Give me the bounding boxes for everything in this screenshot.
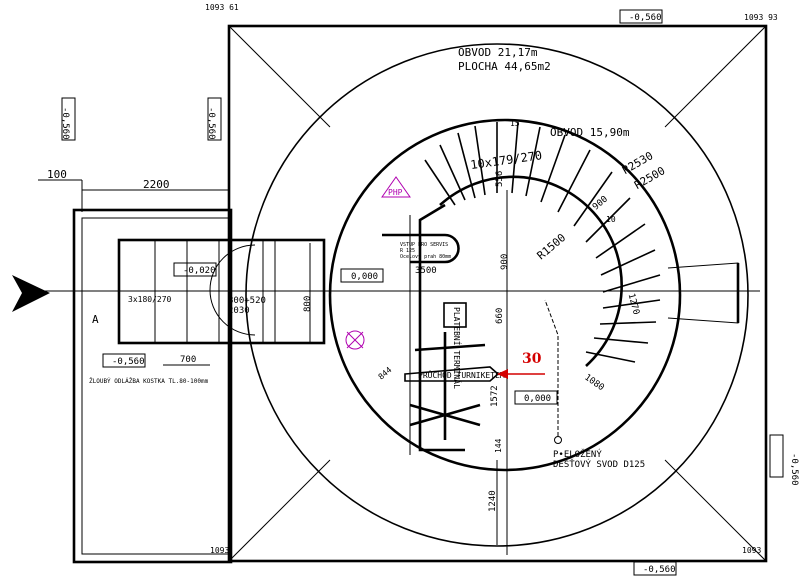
service-sub2: Ocelový prah 80mm <box>400 253 451 260</box>
gutter-note: ŽLOUBÝ ODLÁŽBA KOSTKA TL.80-100mm <box>89 377 209 385</box>
php-extinguisher-icon: PHP <box>381 176 411 198</box>
level-box-left <box>102 353 146 368</box>
turnstile-label: PRŮCHOD TURNIKETEM <box>418 369 505 380</box>
dim-1240: 1240 <box>488 490 498 512</box>
downpipe-symbol <box>554 436 562 444</box>
level-box-bottom <box>633 561 677 576</box>
level-floor-a: 0,000 <box>351 272 378 282</box>
entrance-letter: A <box>92 313 99 326</box>
area-label: PLOCHA 44,65m2 <box>458 60 551 73</box>
dim-1080: 1080 <box>582 373 606 394</box>
level-left-1: -0,560 <box>60 107 70 140</box>
dim-556: 556 <box>495 171 505 187</box>
corner-diagonal-bl <box>228 459 331 562</box>
dim-15: 15 <box>510 119 520 128</box>
dim-10: 10 <box>606 215 616 224</box>
entrance-arrow-icon <box>12 275 50 312</box>
step-number: 30 <box>522 351 542 367</box>
payment-terminal <box>443 302 467 328</box>
dim-660: 660 <box>495 308 505 324</box>
level-entry: -0,020 <box>183 266 216 276</box>
dim-900-b: 900 <box>500 254 510 270</box>
svg-text:PHP: PHP <box>388 188 403 197</box>
level-box-right <box>769 434 784 478</box>
level-top: -0,560 <box>629 13 662 23</box>
inner-wall <box>418 203 465 452</box>
coord-bottom-right: 1093 <box>742 546 761 555</box>
corner-diagonal-br <box>664 459 767 562</box>
level-box-floor-b <box>514 390 558 405</box>
level-floor-b: 0,000 <box>524 394 551 404</box>
outer-circle <box>245 43 749 547</box>
entrance-landing-outer <box>72 208 233 564</box>
turnstile-symbol <box>409 332 486 440</box>
level-box-left-1 <box>61 97 76 141</box>
dim-700: 700 <box>180 355 196 365</box>
level-box-left-2 <box>207 97 222 141</box>
radius-1500: R1500 <box>535 231 569 262</box>
level-left-box: -0,560 <box>112 357 145 367</box>
level-bottom: -0,560 <box>643 565 676 575</box>
service-sub: R 125 <box>400 248 415 254</box>
door-swing-arc <box>209 244 256 336</box>
stairs-entrance: 3x180/270 <box>128 295 172 304</box>
dim-144: 144 <box>494 438 503 453</box>
dim-800: 800 <box>303 296 313 312</box>
level-box-top <box>619 9 663 24</box>
dim-100: 100 <box>47 168 67 181</box>
downpipe-label: DEŠŤOVÝ SVOD D125 <box>553 458 645 470</box>
entrance-landing-inner <box>81 217 230 555</box>
level-box-entry <box>173 262 217 277</box>
turnstile-box <box>404 366 500 382</box>
spiral-steps <box>424 121 661 363</box>
rainwater-label: P•ELOŽENÝ <box>553 448 602 460</box>
level-right: -0,560 <box>789 453 799 486</box>
light-fixture-icon <box>345 330 365 350</box>
coord-bottom-left: 1093 <box>210 546 229 555</box>
corner-diagonal-tl <box>228 25 331 128</box>
dim-800-520: 800+520 <box>228 296 266 306</box>
dim-2200: 2200 <box>143 178 170 191</box>
circumference-outer: OBVOD 21,17m <box>458 46 538 59</box>
circumference-inner: OBVOD 15,90m <box>550 126 630 139</box>
red-step-arrowhead <box>497 369 508 379</box>
service-note: VSTUP PRO SERVIS <box>400 242 448 248</box>
terminal-label: PLATEBNÍ TERMINÁL <box>452 307 463 389</box>
dim-844: 844 <box>377 365 394 381</box>
corner-diagonal-tr <box>664 25 767 128</box>
service-door <box>382 233 460 264</box>
coord-top-right: 1093 93 <box>744 13 778 22</box>
dim-1572: 1572 <box>490 385 500 407</box>
dim-2030: 2030 <box>228 306 250 316</box>
dim-3500: 3500 <box>415 266 437 276</box>
level-left-2: -0,560 <box>206 107 216 140</box>
stair-outer-circle <box>328 118 682 472</box>
rain-path <box>544 299 559 436</box>
coord-top-left: 1093 61 <box>205 3 239 12</box>
level-box-floor-a <box>340 268 384 283</box>
